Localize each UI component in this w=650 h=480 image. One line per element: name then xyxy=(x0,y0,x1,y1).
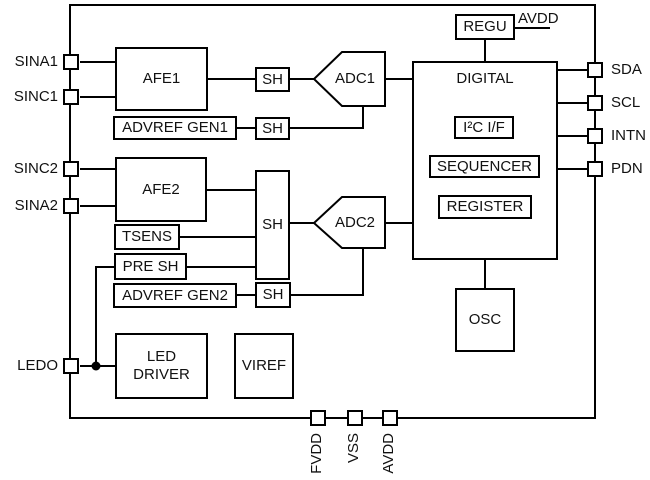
block-led-driver: LED DRIVER xyxy=(115,333,208,399)
pin-label-ledo: LEDO xyxy=(17,357,58,374)
pin-label-avdd-bottom: AVDD xyxy=(380,433,397,474)
junction-dot xyxy=(91,361,101,371)
block-sh2: SH xyxy=(255,117,290,140)
block-i2c-if: I²C I/F xyxy=(454,116,514,139)
adc1-label: ADC1 xyxy=(334,70,375,87)
block-tsens: TSENS xyxy=(114,224,180,250)
wire-sh2-adc1 xyxy=(290,106,364,129)
block-sequencer: SEQUENCER xyxy=(429,155,540,178)
wire-sh3-adc2 xyxy=(291,248,364,296)
pin-vss xyxy=(347,410,363,426)
block-sh1: SH xyxy=(255,67,290,92)
block-advref-gen2: ADVREF GEN2 xyxy=(113,283,237,308)
pin-label-scl: SCL xyxy=(611,94,641,111)
pin-fvdd xyxy=(310,410,326,426)
pin-sda xyxy=(587,62,603,78)
pin-label-vss: VSS xyxy=(345,433,362,464)
pin-label-sinc2: SINC2 xyxy=(13,160,58,177)
pin-label-sina2: SINA2 xyxy=(14,197,58,214)
pin-label-sinc1: SINC1 xyxy=(13,88,58,105)
pin-intn xyxy=(587,128,603,144)
net-label-avdd-top: AVDD xyxy=(518,10,559,27)
block-afe2: AFE2 xyxy=(115,157,207,222)
wire-ledo-presh xyxy=(95,266,114,366)
block-osc: OSC xyxy=(455,288,515,352)
adc2-label: ADC2 xyxy=(334,214,375,231)
block-afe1: AFE1 xyxy=(115,47,208,111)
pin-sinc2 xyxy=(63,161,79,177)
block-pre-sh: PRE SH xyxy=(114,253,187,280)
pin-sina2 xyxy=(63,198,79,214)
pin-label-intn: INTN xyxy=(611,127,646,144)
adc2-shape xyxy=(312,196,386,249)
pin-label-pdn: PDN xyxy=(611,160,643,177)
block-register: REGISTER xyxy=(438,195,532,219)
pin-sina1 xyxy=(63,54,79,70)
pin-ledo xyxy=(63,358,79,374)
adc1-shape xyxy=(312,51,386,107)
block-regu: REGU xyxy=(455,14,515,40)
pin-scl xyxy=(587,95,603,111)
pin-label-sina1: SINA1 xyxy=(14,53,58,70)
block-digital-title: DIGITAL xyxy=(456,70,514,87)
block-sh3: SH xyxy=(255,282,291,308)
block-viref: VIREF xyxy=(234,333,294,399)
pin-sinc1 xyxy=(63,89,79,105)
pin-pdn xyxy=(587,161,603,177)
pin-label-sda: SDA xyxy=(611,61,642,78)
block-advref-gen1: ADVREF GEN1 xyxy=(113,116,237,140)
block-sh-tall: SH xyxy=(255,170,290,280)
pin-label-fvdd: FVDD xyxy=(308,433,325,474)
pin-avdd-bottom xyxy=(382,410,398,426)
